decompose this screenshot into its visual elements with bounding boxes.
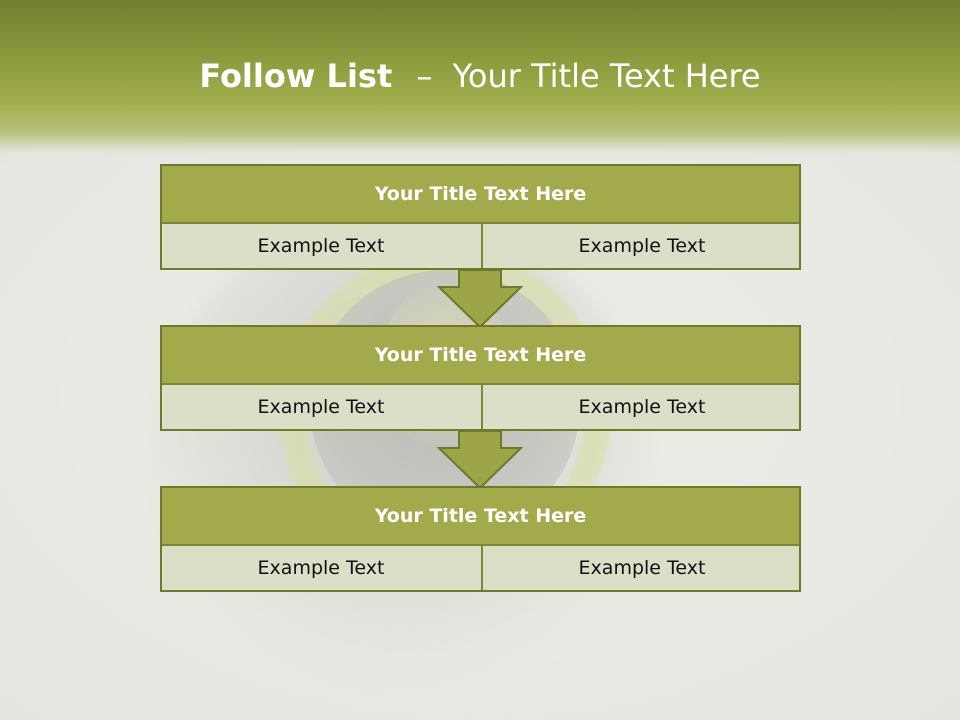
step-box-1: Your Title Text Here Example Text Exampl… [160,164,801,270]
step-cell-left: Example Text [257,557,385,579]
slide-title-dash: – [416,57,433,95]
step-cell-left: Example Text [257,396,385,418]
step-box-2: Your Title Text Here Example Text Exampl… [160,325,801,431]
step-cell-left: Example Text [257,235,385,257]
step-title: Your Title Text Here [162,327,799,385]
step-title: Your Title Text Here [162,488,799,546]
down-arrow-1 [437,270,523,328]
slide-title: Follow List – Your Title Text Here [0,52,960,100]
down-arrow-2 [437,431,523,489]
step-cell-right: Example Text [481,385,801,429]
slide-title-rest: Your Title Text Here [452,57,761,95]
title-band [0,0,960,165]
step-cell-right: Example Text [481,224,801,268]
slide-title-bold: Follow List [199,57,393,95]
step-title: Your Title Text Here [162,166,799,224]
step-box-3: Your Title Text Here Example Text Exampl… [160,486,801,592]
step-cell-right: Example Text [481,546,801,590]
